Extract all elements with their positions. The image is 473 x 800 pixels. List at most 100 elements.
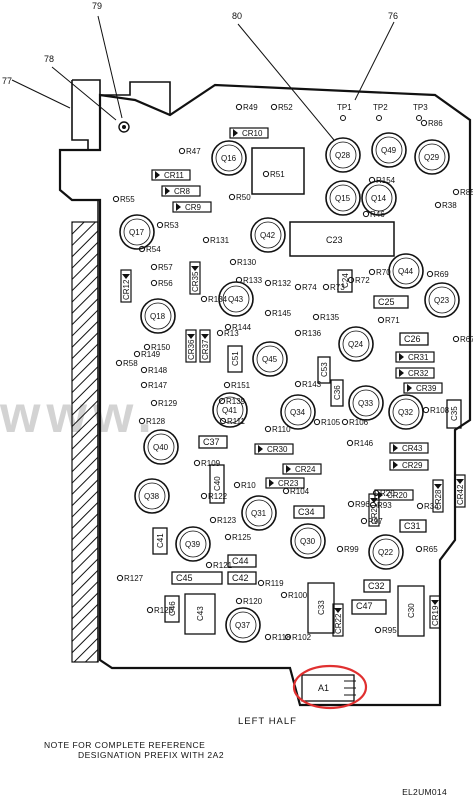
capacitor-c32: C32 xyxy=(363,579,391,593)
svg-text:R131: R131 xyxy=(210,236,230,245)
capacitor-c41: C41 xyxy=(152,527,168,555)
svg-text:R147: R147 xyxy=(148,381,168,390)
diode-cr12: CR12 xyxy=(120,269,132,303)
svg-text:R46: R46 xyxy=(370,210,385,219)
capacitor-c35: C35 xyxy=(446,399,462,429)
capacitor-c37: C37 xyxy=(198,435,228,449)
resistor-r69: R69 xyxy=(426,270,449,279)
reference-note: NOTE FOR COMPLETE REFERENCE DESIGNATION … xyxy=(44,740,224,760)
capacitor-c45: C45 xyxy=(171,571,223,585)
svg-text:R97: R97 xyxy=(368,517,383,526)
resistor-r55: R55 xyxy=(112,195,135,204)
resistor-r34: R34 xyxy=(416,502,439,511)
svg-text:C47: C47 xyxy=(356,601,373,611)
svg-text:C51: C51 xyxy=(231,351,240,366)
svg-text:R108: R108 xyxy=(430,406,450,415)
diode-cr9: CR9 xyxy=(172,201,212,213)
resistor-r143: R143 xyxy=(294,380,322,389)
callout-leaders xyxy=(11,15,395,141)
transistor-q24: Q24 xyxy=(338,326,374,362)
svg-text:R123: R123 xyxy=(217,516,237,525)
svg-text:R110: R110 xyxy=(272,425,291,434)
resistor-r93: R93 xyxy=(369,501,392,510)
svg-text:R57: R57 xyxy=(158,263,173,272)
note-line-2: DESIGNATION PREFIX WITH 2A2 xyxy=(78,750,225,760)
resistor-r72: R72 xyxy=(347,276,370,285)
svg-text:R130: R130 xyxy=(237,258,257,267)
resistor-r100: R100 xyxy=(280,591,308,600)
transistor-q30: Q30 xyxy=(290,523,326,559)
callout-76: 76 xyxy=(388,11,398,21)
svg-text:R74: R74 xyxy=(302,283,317,292)
diode-cr39: CR39 xyxy=(403,382,443,394)
svg-text:Q14: Q14 xyxy=(371,194,387,203)
svg-text:R139: R139 xyxy=(226,397,246,406)
resistor-r71: R71 xyxy=(377,316,400,325)
svg-text:R20: R20 xyxy=(380,489,395,498)
svg-text:TP2: TP2 xyxy=(373,103,388,112)
test-point-tp1: TP1 xyxy=(337,103,352,121)
svg-text:CR24: CR24 xyxy=(295,465,316,474)
resistor-r150: R150 xyxy=(143,343,171,352)
resistor-r51: R51 xyxy=(262,170,285,179)
svg-text:CR20: CR20 xyxy=(387,491,408,500)
resistor-r139: R139 xyxy=(218,397,246,406)
svg-text:Q45: Q45 xyxy=(262,355,278,364)
resistor-r111: R111 xyxy=(219,417,245,426)
resistor-r52: R52 xyxy=(270,103,293,112)
resistor-r144: R144 xyxy=(224,323,252,332)
resistor-r65: R65 xyxy=(415,545,438,554)
svg-text:R73: R73 xyxy=(330,283,345,292)
svg-text:R134: R134 xyxy=(208,295,228,304)
resistor-r129: R129 xyxy=(150,399,178,408)
svg-text:R109: R109 xyxy=(201,459,221,468)
capacitor-c34: C34 xyxy=(293,505,325,519)
resistor-r56: R56 xyxy=(150,279,173,288)
svg-text:CR28: CR28 xyxy=(434,489,443,510)
capacitor-c23: C23 xyxy=(326,235,343,245)
svg-text:CR9: CR9 xyxy=(185,203,202,212)
diode-cr29: CR29 xyxy=(389,459,429,471)
svg-text:C44: C44 xyxy=(232,556,249,566)
svg-text:R71: R71 xyxy=(385,316,400,325)
screw-hole xyxy=(118,121,130,133)
capacitor-c46: C46 xyxy=(164,595,180,623)
resistor-r149: R149 xyxy=(133,350,161,359)
transistor-q15: Q15 xyxy=(325,180,361,216)
svg-text:C30: C30 xyxy=(407,603,416,618)
svg-text:R72: R72 xyxy=(355,276,370,285)
test-point-tp2: TP2 xyxy=(373,103,388,121)
svg-text:Q49: Q49 xyxy=(381,146,397,155)
svg-text:CR12: CR12 xyxy=(122,279,131,300)
transistor-q31: Q31 xyxy=(241,495,277,531)
svg-text:R128: R128 xyxy=(146,417,166,426)
svg-text:Q15: Q15 xyxy=(335,194,351,203)
resistor-r53: R53 xyxy=(156,221,179,230)
resistor-r105: R105 xyxy=(313,418,341,427)
svg-text:Q28: Q28 xyxy=(335,151,351,160)
svg-text:R34: R34 xyxy=(424,502,439,511)
svg-text:R54: R54 xyxy=(146,245,161,254)
board-bracket xyxy=(60,79,171,151)
resistor-r95: R95 xyxy=(374,626,397,635)
svg-text:C37: C37 xyxy=(203,437,220,447)
capacitor-c40: C40 xyxy=(209,464,225,504)
resistor-r131: R131 xyxy=(202,236,230,245)
svg-text:R151: R151 xyxy=(231,381,251,390)
resistor-r70: R70 xyxy=(368,268,391,277)
transistor-q23: Q23 xyxy=(424,282,460,318)
svg-text:R125: R125 xyxy=(232,533,252,542)
svg-text:CR10: CR10 xyxy=(242,129,263,138)
svg-text:R102: R102 xyxy=(292,633,312,642)
svg-text:R70: R70 xyxy=(376,268,391,277)
resistor-r104: R104 xyxy=(282,487,310,496)
svg-text:Q34: Q34 xyxy=(290,408,306,417)
svg-text:TP1: TP1 xyxy=(337,103,352,112)
resistor-r134: R134 xyxy=(200,295,228,304)
svg-text:CR43: CR43 xyxy=(402,444,423,453)
svg-text:R145: R145 xyxy=(272,309,292,318)
resistor-r110: R110 xyxy=(264,425,291,434)
hatched-edge xyxy=(71,221,99,663)
capacitor-c31: C31 xyxy=(399,519,427,533)
